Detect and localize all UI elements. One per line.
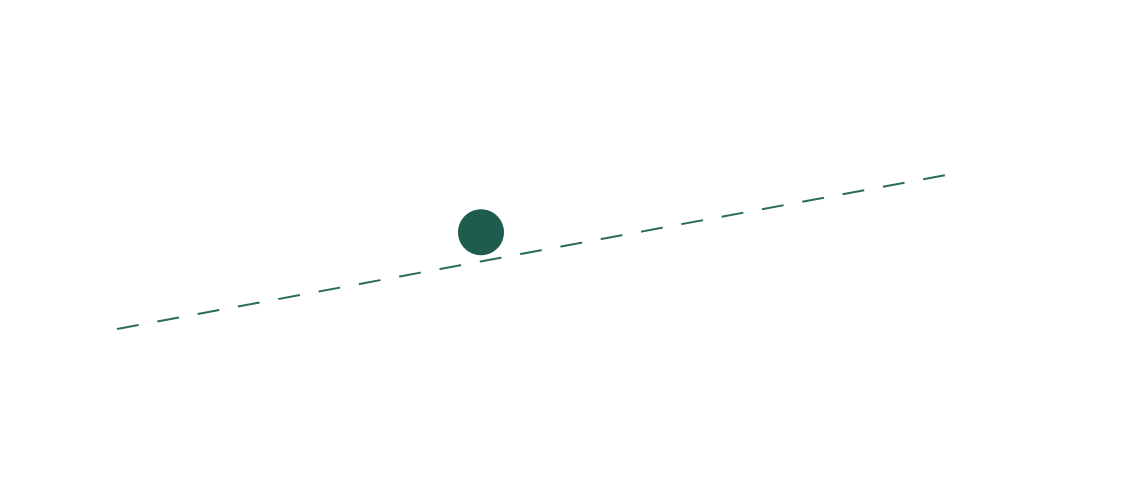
trend-line: [116, 172, 958, 330]
data-point: [458, 209, 504, 256]
